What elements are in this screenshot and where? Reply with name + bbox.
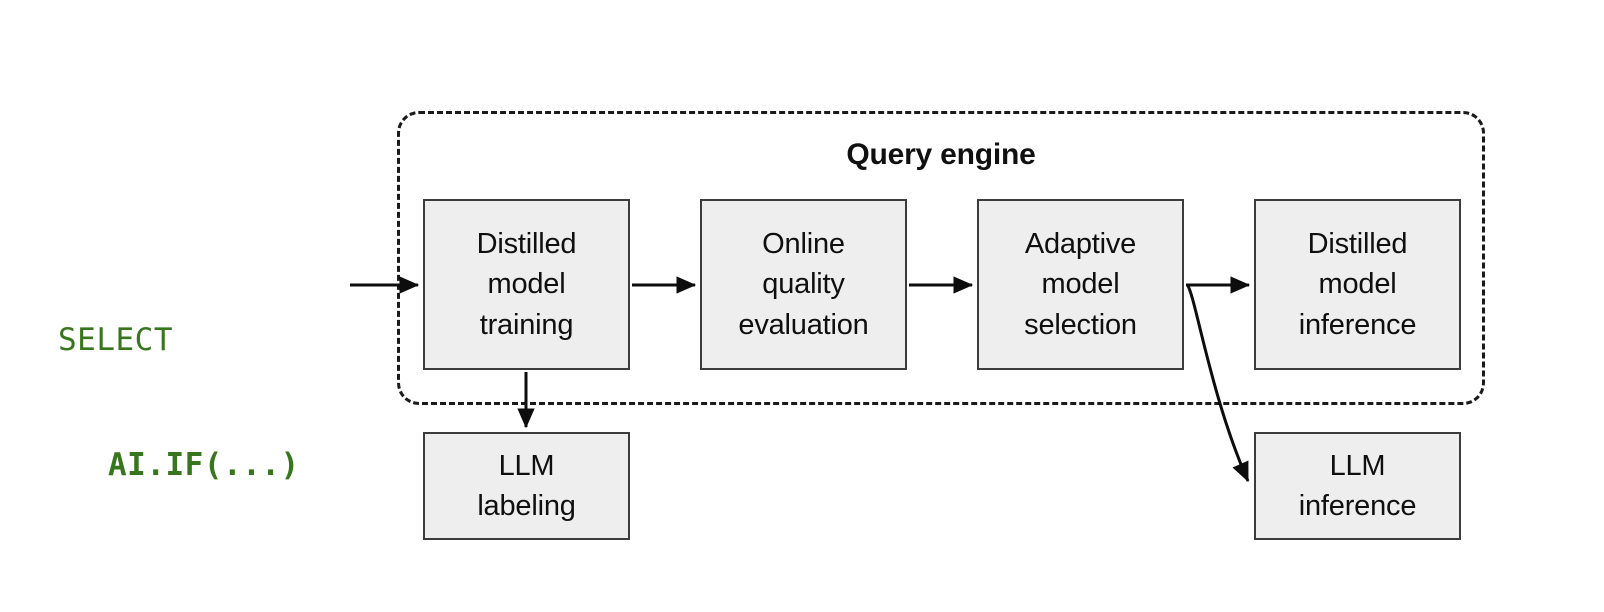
sql-function-ai-if: AI.IF(...) (108, 447, 300, 484)
sql-query-snippet: SELECT AI.IF(...) (58, 236, 348, 571)
node-llm-inference: LLM inference (1254, 432, 1461, 540)
node-distilled-model-training: Distilled model training (423, 199, 630, 370)
sql-keyword-select: SELECT (58, 321, 173, 358)
node-adaptive-model-selection: Adaptive model selection (977, 199, 1184, 370)
node-online-quality-evaluation: Online quality evaluation (700, 199, 907, 370)
query-engine-title: Query engine (846, 138, 1036, 171)
query-engine-boundary (397, 111, 1485, 405)
node-distilled-model-inference: Distilled model inference (1254, 199, 1461, 370)
node-llm-labeling: LLM labeling (423, 432, 630, 540)
